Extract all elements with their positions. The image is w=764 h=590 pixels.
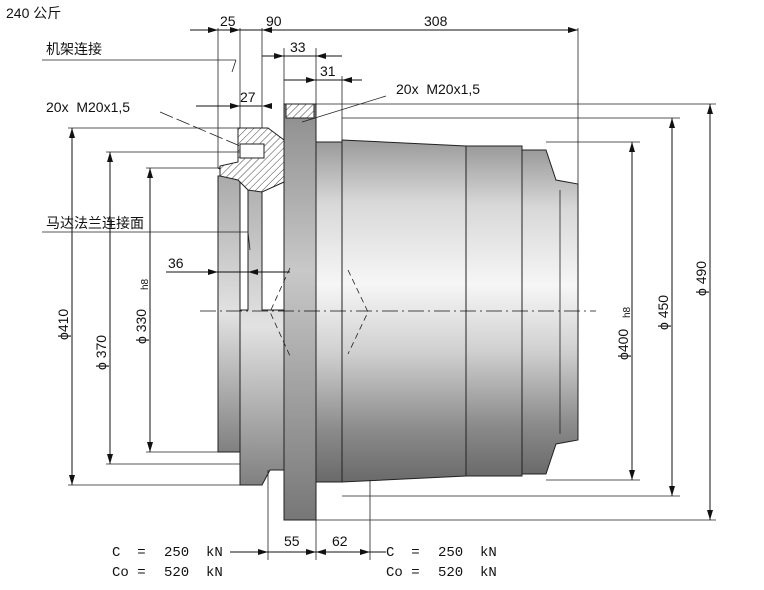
dim-dia-490: ϕ 490 [693, 261, 709, 296]
main-flange [283, 103, 317, 521]
dim-55: 55 [284, 533, 300, 549]
dim-dia-370: ϕ 370 [93, 335, 109, 370]
dim-36: 36 [168, 255, 184, 271]
dimension-texts: 25 90 308 33 31 27 36 55 62 ϕ410 ϕ 370 ϕ… [55, 13, 709, 549]
dim-dia-330-tolerance: h8 [140, 278, 151, 290]
load-left-co-label: Co = [112, 565, 146, 581]
label-frame-connection: 机架连接 [46, 41, 102, 57]
dim-dia-410: ϕ410 [55, 309, 71, 340]
dim-25: 25 [220, 13, 236, 29]
drum-neck [315, 141, 343, 483]
extension-lines [68, 28, 716, 560]
load-left-c-value: 250 kN [164, 545, 223, 561]
dim-dia-400: ϕ400 [615, 329, 631, 360]
load-ratings-left: C = 250 kN Co = 520 kN [112, 545, 223, 581]
load-right-co-value: 520 kN [438, 565, 497, 581]
dim-27: 27 [240, 89, 256, 105]
dim-dia-400-tolerance: h8 [622, 306, 633, 318]
load-left-c-label: C = [112, 545, 146, 561]
hidden-line-left [269, 267, 291, 357]
dim-33: 33 [290, 39, 306, 55]
dim-308: 308 [424, 13, 448, 29]
dimension-lines [69, 27, 713, 555]
dim-dia-330: ϕ 330 [133, 309, 149, 344]
gearbox-body [217, 103, 579, 521]
bolt-hole [239, 143, 265, 159]
load-right-c-label: C = [386, 545, 420, 561]
leader-lines [42, 59, 387, 251]
label-bolts-right: 20x M20x1,5 [396, 81, 480, 97]
load-right-c-value: 250 kN [438, 545, 497, 561]
rear-face [217, 175, 241, 453]
label-motor-flange-face: 马达法兰连接面 [46, 215, 144, 231]
dim-31: 31 [320, 63, 336, 79]
load-right-co-label: Co = [386, 565, 420, 581]
weight-label: 240 公斤 [6, 5, 61, 21]
hidden-line-right [347, 269, 369, 355]
annotation-labels: 机架连接 20x M20x1,5 20x M20x1,5 马达法兰连接面 [46, 41, 480, 231]
load-left-co-value: 520 kN [164, 565, 223, 581]
hatched-section [219, 127, 285, 193]
label-bolts-left: 20x M20x1,5 [46, 99, 130, 115]
dim-dia-450: ϕ 450 [655, 295, 671, 330]
load-ratings-right: C = 250 kN Co = 520 kN [386, 545, 497, 581]
dim-62: 62 [332, 533, 348, 549]
drum-front [521, 149, 579, 475]
flange-hatch-top [285, 103, 315, 119]
dim-90: 90 [266, 13, 282, 29]
